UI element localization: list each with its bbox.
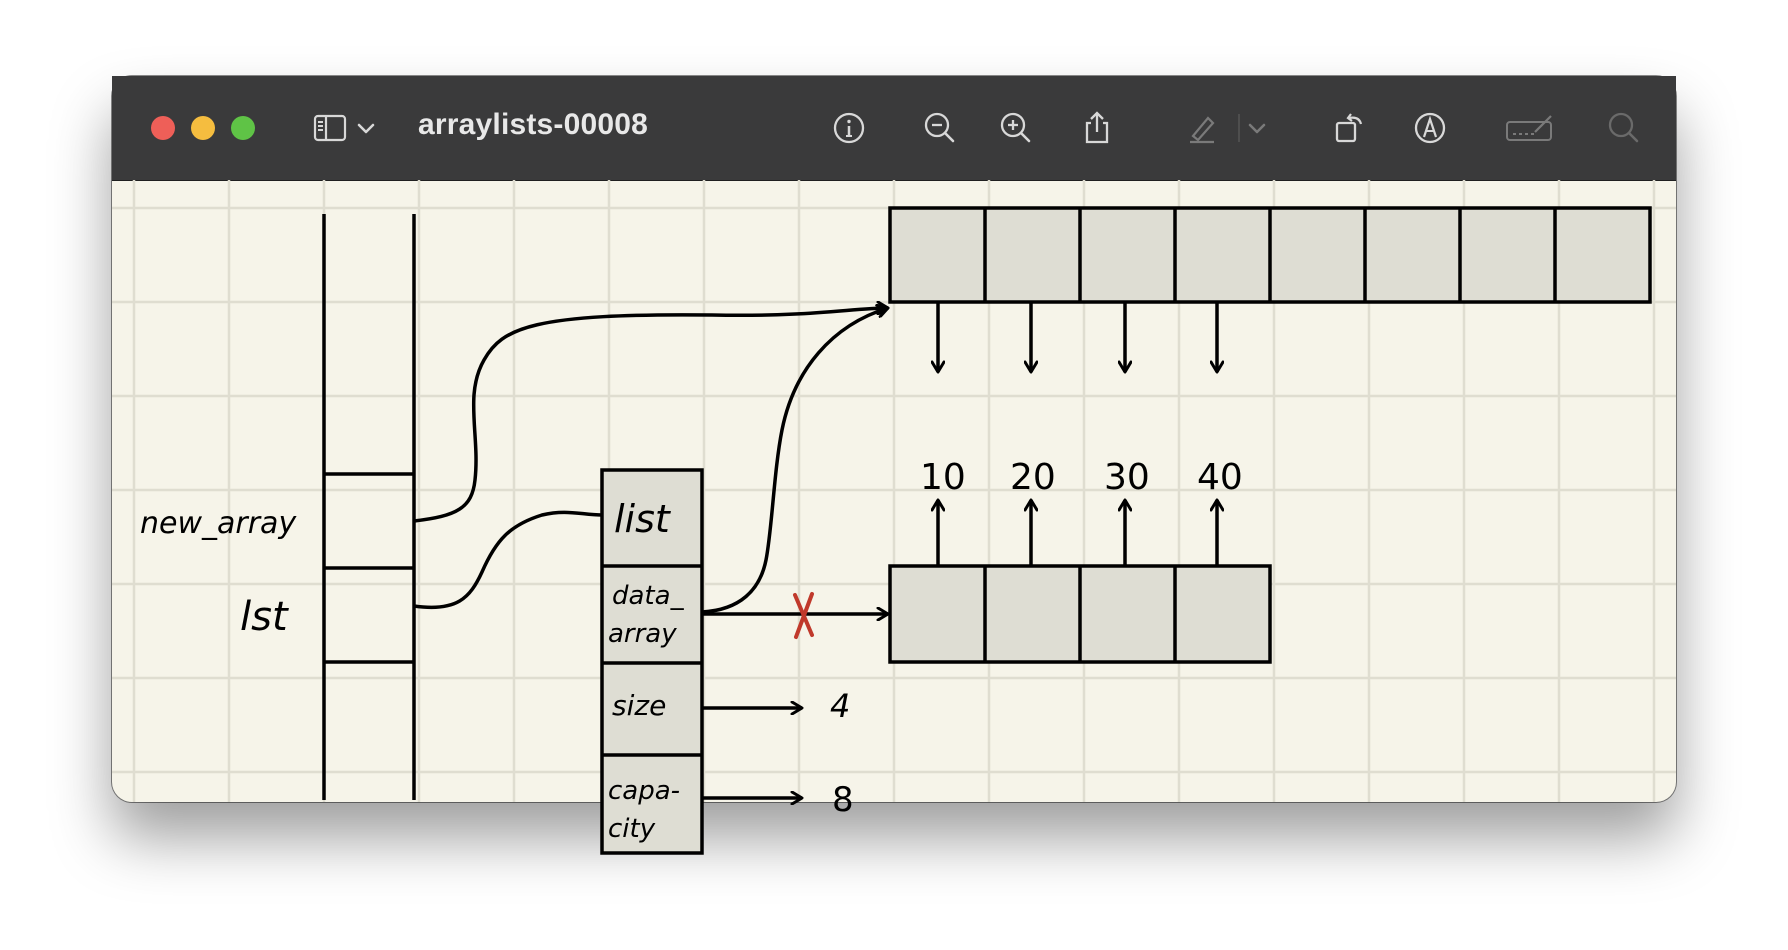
info-icon[interactable] <box>827 106 871 150</box>
stack-label-lst: lst <box>240 594 289 640</box>
field-size: size <box>612 689 666 722</box>
value-20: 20 <box>1010 457 1056 498</box>
lst-reference-line <box>413 510 603 610</box>
size-value: 4 <box>830 687 850 725</box>
highlight-pen-icon[interactable] <box>1180 106 1224 150</box>
chevron-down-icon[interactable] <box>351 106 381 150</box>
sidebar-toggle-icon[interactable] <box>308 106 352 150</box>
preview-window: arraylists-00008 <box>112 76 1676 855</box>
drawing-canvas: new_array lst list data_ array size capa… <box>112 180 1676 855</box>
zoom-button[interactable] <box>231 116 255 140</box>
close-button[interactable] <box>151 116 175 140</box>
minimize-button[interactable] <box>191 116 215 140</box>
old-array-4-slots <box>888 564 1272 664</box>
new-array-8-slots <box>888 206 1652 304</box>
svg-text:city: city <box>608 814 656 844</box>
capacity-value: 8 <box>832 780 854 820</box>
stack-label-new-array: new_array <box>140 506 297 541</box>
field-list: list <box>614 497 672 541</box>
markup-icon[interactable] <box>1408 106 1452 150</box>
value-40: 40 <box>1197 457 1243 498</box>
svg-text:capa-: capa- <box>608 776 680 806</box>
value-10: 10 <box>920 457 966 498</box>
signature-icon[interactable] <box>1502 106 1558 150</box>
data-array-to-new-array-arrow <box>701 308 888 614</box>
arraylist-object <box>600 468 704 855</box>
old-array-element-arrows <box>938 500 1217 566</box>
crossed-out-reference-mark <box>793 592 814 639</box>
zoom-out-icon[interactable] <box>918 106 962 150</box>
svg-text:array: array <box>608 619 677 649</box>
chevron-down-icon[interactable] <box>1238 106 1270 150</box>
share-icon[interactable] <box>1075 106 1119 150</box>
new-array-reference-arrow <box>413 308 888 523</box>
window-title: arraylists-00008 <box>418 108 649 141</box>
field-capacity: capa- city <box>608 776 680 844</box>
zoom-in-icon[interactable] <box>994 106 1038 150</box>
rotate-icon[interactable] <box>1327 106 1371 150</box>
search-icon[interactable] <box>1602 106 1646 150</box>
arraylist-diagram: new_array lst list data_ array size capa… <box>112 180 1676 855</box>
new-array-element-arrows <box>938 302 1217 372</box>
field-data-array: data_ array <box>608 581 685 649</box>
stack-frame <box>322 214 416 800</box>
value-30: 30 <box>1104 457 1150 498</box>
title-bar: arraylists-00008 <box>112 76 1676 181</box>
svg-text:data_: data_ <box>612 581 685 611</box>
